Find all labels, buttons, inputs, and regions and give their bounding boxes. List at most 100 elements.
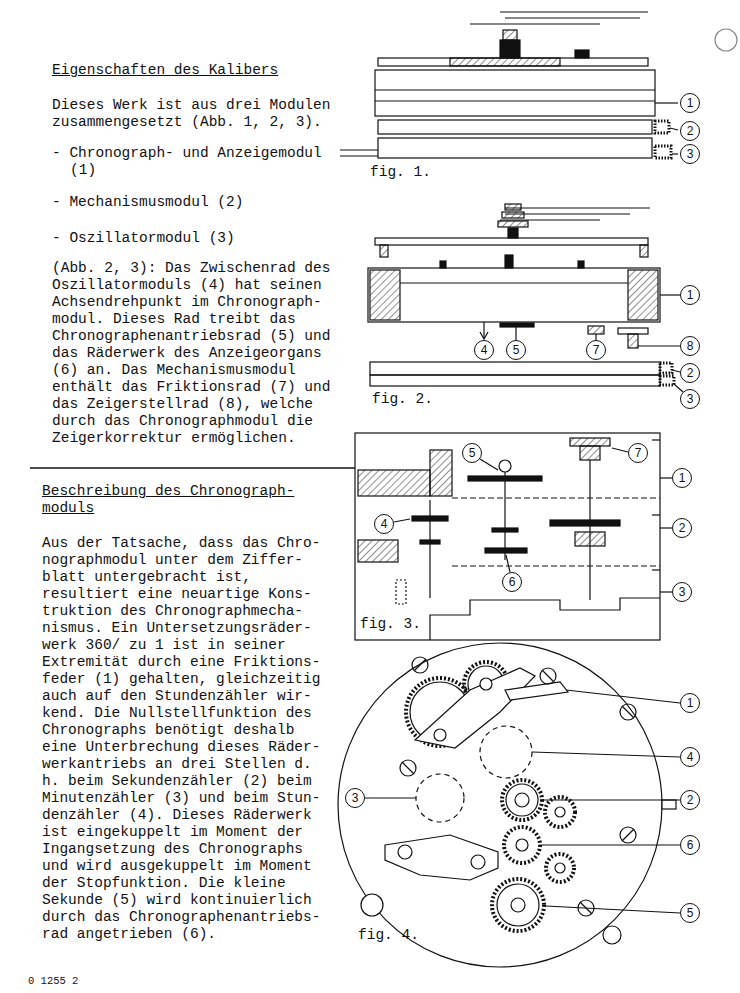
fig2-drawing [674, 384, 683, 392]
fig3-drawing [550, 520, 620, 526]
fig1-drawing [655, 121, 669, 133]
callout-number: 6 [502, 572, 522, 592]
fig4-drawing [402, 762, 414, 774]
fig4-drawing [555, 807, 565, 817]
callout-number: 3 [672, 582, 692, 602]
fig1-drawing [375, 89, 655, 90]
fig1-drawing [500, 40, 520, 58]
fig2-drawing [515, 327, 516, 340]
fig2-drawing [618, 328, 648, 334]
fig2-drawing [483, 322, 484, 339]
fig4-drawing [622, 829, 634, 841]
fig2-drawing [368, 204, 683, 392]
fig1-drawing [575, 50, 589, 58]
fig4-drawing [434, 729, 446, 741]
fig4-drawing [620, 704, 636, 720]
fig4-drawing [338, 643, 662, 967]
fig2-drawing [480, 332, 488, 339]
figure-caption: fig. 1. [370, 164, 460, 181]
figure-caption: fig. 3. [360, 616, 428, 633]
callout-text: 7 [593, 344, 600, 356]
section-rule [30, 467, 355, 468]
fig4-drawing [505, 682, 568, 700]
fig4-drawing [532, 752, 680, 757]
figure-caption: fig. 4. [358, 927, 448, 944]
callout-number: 2 [680, 363, 700, 383]
fig4-drawing [398, 845, 412, 859]
fig2-drawing [375, 238, 648, 245]
fig2-drawing [370, 375, 660, 386]
fig3-drawing [580, 446, 600, 460]
fig4-drawing [400, 760, 416, 776]
callout-number: 7 [586, 340, 606, 360]
fig3-drawing [485, 548, 527, 553]
callout-number: 4 [680, 747, 700, 767]
callout-text: 5 [687, 907, 694, 919]
fig2-drawing [370, 362, 660, 375]
callout-number: 7 [628, 443, 648, 463]
fig3-drawing [420, 540, 440, 544]
fig3-drawing [396, 580, 406, 604]
fig1-drawing [655, 146, 671, 158]
fig4-drawing [566, 690, 680, 703]
callout-number: 2 [680, 121, 700, 141]
fig4-drawing [504, 827, 540, 863]
list-item: - Chronograph- und Anzeigemodul (1) [52, 145, 352, 179]
fig4-drawing [416, 774, 464, 822]
fig4-drawing [480, 678, 492, 690]
fig1-drawing [340, 12, 678, 158]
fig1-drawing [378, 138, 652, 158]
fig1-drawing [505, 17, 640, 18]
fig2-drawing [640, 245, 648, 257]
punch-hole [715, 29, 737, 51]
callout-number: 8 [680, 336, 700, 356]
fig4-drawing [511, 898, 525, 912]
fig2-drawing [400, 282, 628, 283]
fig4-drawing [415, 668, 535, 748]
fig4-drawing [412, 657, 428, 673]
callout-number: 1 [680, 93, 700, 113]
callout-text: 5 [469, 447, 476, 459]
fig4-drawing [365, 797, 416, 798]
fig3-drawing [412, 516, 448, 521]
body-text: Dieses Werk ist aus drei Modulen zusamme… [52, 97, 347, 131]
fig3-drawing [575, 532, 605, 546]
fig2-drawing [672, 370, 680, 372]
callout-number: 5 [680, 903, 700, 923]
fig1-drawing [450, 58, 560, 66]
fig4-drawing [545, 797, 575, 827]
fig4-drawing [502, 780, 542, 820]
document-code: 0 1255 2 [28, 975, 168, 988]
fig3-drawing [660, 591, 672, 592]
callout-text: 8 [687, 340, 694, 352]
fig3-drawing [430, 450, 452, 496]
fig3-drawing [468, 476, 542, 481]
fig3-drawing [504, 472, 505, 560]
fig3-drawing [480, 459, 498, 470]
section-heading: Eigenschaften des Kalibers [52, 62, 352, 79]
punch-hole [715, 29, 737, 51]
fig1-drawing [670, 128, 678, 130]
callout-number: 3 [680, 389, 700, 409]
callout-text: 2 [679, 522, 686, 534]
fig4-drawing [385, 835, 498, 880]
fig2-drawing [368, 268, 660, 322]
callout-text: 5 [513, 344, 520, 356]
fig3-drawing [358, 470, 430, 496]
callout-text: 1 [679, 472, 686, 484]
callout-text: 3 [687, 393, 694, 405]
fig1-drawing [378, 58, 648, 66]
section-heading: Beschreibung des Chronograph- moduls [42, 483, 332, 517]
fig3-drawing [570, 438, 610, 446]
fig4-drawing [338, 643, 680, 967]
fig2-drawing [505, 207, 650, 208]
figure-caption: fig. 2. [372, 391, 462, 408]
fig2-drawing [660, 376, 674, 385]
fig3-drawing [430, 598, 660, 640]
fig1-drawing [375, 70, 655, 116]
fig1-drawing [378, 120, 652, 134]
list-item: - Oszillatormodul (3) [52, 230, 352, 247]
list-item: - Mechanismusmodul (2) [52, 194, 352, 211]
section-rule [30, 467, 355, 468]
